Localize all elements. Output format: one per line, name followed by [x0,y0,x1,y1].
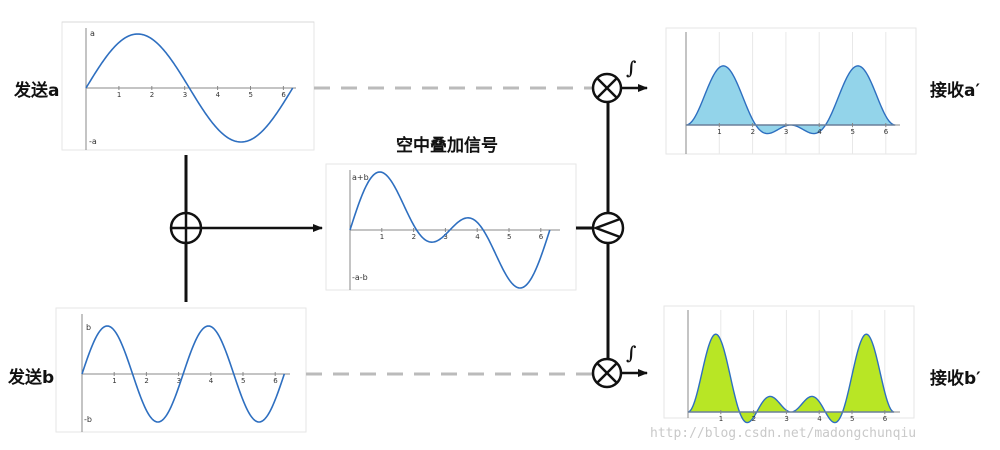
mixed-tick-label: 3 [443,233,447,241]
integral-symbol-b: ∫ [626,343,637,364]
send-b-tick-label: 5 [241,377,245,385]
multiplier-b [591,357,623,389]
y-bottom-label: -a-b [352,273,368,282]
y-top-label: b [86,323,91,332]
mixed-tick-label: 6 [539,233,544,241]
recv-b-tick-label: 2 [752,415,756,423]
recv-b-tick-label: 5 [850,415,854,423]
recv-b-tick-label: 1 [719,415,723,423]
label-send-a: 发送a [14,81,60,101]
recv-a-tick-label: 4 [817,128,822,136]
label-recv-a: 接收a′ [930,81,980,101]
chart-recv-b: 1 2 3 4 5 6 [663,305,915,424]
recv-b-tick-label: 3 [784,415,788,423]
send-a-tick-label: 4 [216,91,221,99]
mixed-tick-label: 1 [380,233,384,241]
chart-recv-a: 1 2 3 4 5 6 [665,27,917,155]
y-top-label: a [90,29,95,38]
chart-send-b: 1 2 3 4 5 6 b -b [55,307,307,433]
watermark: http://blog.csdn.net/madongchunqiu [650,426,917,441]
adder-symbol [169,211,203,245]
label-recv-b: 接收b′ [930,369,981,389]
send-a-tick-label: 3 [183,91,187,99]
y-top-label: a+b [352,173,369,182]
wave-mixed [349,171,551,289]
recv-b-tick-label: 6 [883,415,888,423]
mixed-tick-label: 5 [507,233,511,241]
mixed-tick-label: 2 [412,233,416,241]
send-a-tick-label: 2 [150,91,154,99]
mixed-tick-label: 4 [475,233,480,241]
recv-a-tick-label: 2 [751,128,755,136]
multiplier-a [591,72,623,104]
send-b-tick-label: 2 [144,377,148,385]
label-mixed-title: 空中叠加信号 [396,136,498,156]
send-a-tick-label: 6 [281,91,286,99]
recv-a-tick-label: 3 [784,128,788,136]
recv-b-tick-label: 4 [817,415,822,423]
recv-a-tick-label: 6 [884,128,889,136]
send-a-tick-label: 1 [117,91,121,99]
recv-a-tick-label: 5 [851,128,855,136]
label-send-b: 发送b [8,368,55,388]
wave-send-b [81,325,286,423]
y-bottom-label: -b [84,415,92,424]
recv-a-tick-label: 1 [717,128,721,136]
integral-symbol-a: ∫ [626,58,637,79]
send-a-tick-label: 5 [249,91,253,99]
wave-send-a [85,33,294,143]
send-b-tick-label: 4 [209,377,214,385]
splitter-symbol [591,211,625,245]
chart-send-a: 1 2 3 4 5 6 a -a [61,21,315,151]
send-b-tick-label: 6 [273,377,278,385]
y-bottom-label: -a [89,137,97,146]
send-b-tick-label: 1 [112,377,116,385]
chart-mixed: 1 2 3 4 5 6 a+b -a-b [325,163,577,291]
send-b-tick-label: 3 [177,377,181,385]
